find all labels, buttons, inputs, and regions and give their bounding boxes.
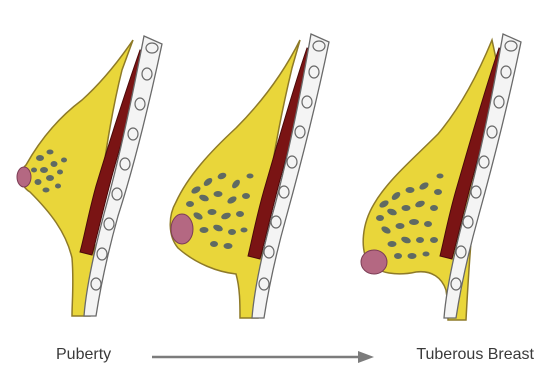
breast-cross-section-developing — [170, 34, 329, 318]
areola — [171, 214, 193, 244]
caption-tuberous-breast: Tuberous Breast — [416, 346, 534, 364]
caption-puberty: Puberty — [56, 346, 111, 364]
areola — [361, 250, 387, 274]
breast-cross-section-puberty — [17, 36, 162, 316]
areola — [17, 167, 31, 187]
breast-cross-section-tuberous — [361, 34, 521, 320]
progression-arrow — [152, 350, 374, 364]
